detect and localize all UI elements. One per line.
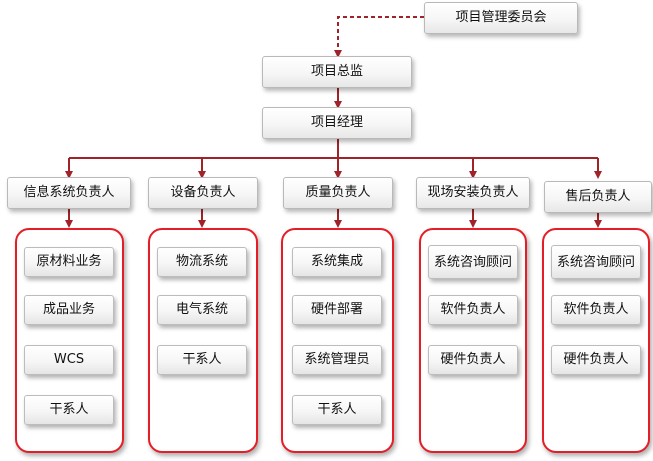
list-item: 干系人 — [157, 345, 247, 375]
dashed-connector — [334, 16, 424, 58]
director-node: 项目总监 — [262, 56, 412, 88]
list-item: 系统集成 — [292, 247, 382, 277]
list-item: 成品业务 — [24, 295, 114, 325]
dept-head-onsite-install: 现场安装负责人 — [416, 177, 530, 209]
dept-head-quality: 质量负责人 — [283, 177, 393, 209]
list-item: 硬件负责人 — [428, 345, 518, 375]
list-item: 原材料业务 — [24, 247, 114, 277]
list-item: 软件负责人 — [428, 295, 518, 325]
list-item: 系统咨询顾问 — [551, 245, 641, 279]
list-item: 干系人 — [24, 395, 114, 425]
list-item: WCS — [24, 345, 114, 375]
list-item: 系统咨询顾问 — [428, 245, 518, 279]
dept-head-info-systems: 信息系统负责人 — [7, 177, 131, 209]
committee-node: 项目管理委员会 — [424, 2, 578, 34]
dept-head-equipment: 设备负责人 — [148, 177, 258, 209]
list-item: 系统管理员 — [292, 345, 382, 375]
list-item: 干系人 — [292, 395, 382, 425]
list-item: 硬件部署 — [292, 295, 382, 325]
list-item: 电气系统 — [157, 295, 247, 325]
manager-node: 项目经理 — [262, 107, 412, 139]
list-item: 物流系统 — [157, 247, 247, 277]
list-item: 软件负责人 — [551, 295, 641, 325]
list-item: 硬件负责人 — [551, 345, 641, 375]
dept-head-after-sales: 售后负责人 — [544, 181, 652, 213]
